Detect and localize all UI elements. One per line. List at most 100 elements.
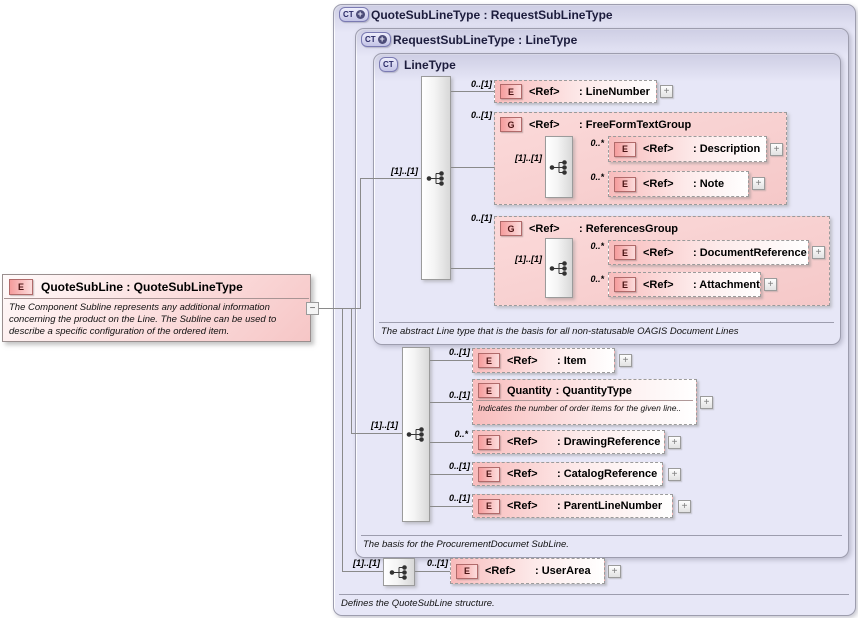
group-icon: G (500, 221, 522, 236)
quotesubline-structure-annotation: Defines the QuoteSubLine structure. (341, 598, 495, 609)
linetype-annotation: The abstract Line type that is the basis… (381, 326, 739, 337)
connector-line (351, 308, 352, 433)
sequence-compositor[interactable] (545, 136, 573, 198)
element-ref: <Ref> (643, 278, 674, 291)
connector-line (351, 433, 402, 434)
group-icon: G (500, 117, 522, 132)
group-name: : ReferencesGroup (579, 222, 679, 235)
element-quantity[interactable]: E Quantity : QuantityType Indicates the … (472, 379, 697, 425)
element-name: : ParentLineNumber (557, 500, 663, 512)
cardinality-label: [1]..[1] (515, 153, 542, 163)
plus-glyph-icon: + (767, 279, 774, 290)
complextype-icon[interactable]: CT (379, 57, 398, 72)
expand-button[interactable]: + (764, 278, 777, 291)
element-icon: E (614, 245, 636, 260)
element-name: : Description (693, 143, 761, 155)
ct-label: CT (383, 59, 394, 69)
cardinality-label: 0..* (590, 138, 604, 148)
cardinality-label: 0..[1] (470, 79, 492, 89)
cardinality-label: 0..* (590, 274, 604, 284)
panel-title-linetype: LineType (404, 58, 456, 72)
element-item[interactable]: E <Ref> : Item (472, 348, 615, 373)
cardinality-label: 0..* (590, 172, 604, 182)
expand-button[interactable]: + (668, 468, 681, 481)
connector-line (430, 474, 472, 475)
element-annotation: Indicates the number of order items for … (478, 403, 682, 413)
cardinality-label: [1]..[1] (353, 558, 380, 568)
expand-button[interactable]: + (619, 354, 632, 367)
element-icon: E (9, 279, 33, 295)
element-name: : Note (693, 178, 725, 190)
element-name: : DrawingReference (557, 436, 661, 448)
sequence-compositor[interactable] (421, 76, 451, 280)
element-description[interactable]: E <Ref> : Description (608, 136, 767, 162)
sequence-icon (426, 170, 444, 186)
complextype-expand-icon[interactable]: CT + (361, 32, 391, 47)
element-ref: <Ref> (507, 354, 538, 367)
sequence-compositor[interactable] (383, 558, 415, 586)
plus-glyph-icon: + (755, 178, 762, 189)
cardinality-label: 0..[1] (448, 493, 470, 503)
element-parentlinenumber[interactable]: E <Ref> : ParentLineNumber (472, 494, 673, 518)
element-name: : Item (557, 354, 587, 367)
element-icon: E (614, 141, 636, 157)
connector-line (430, 506, 472, 507)
element-userarea[interactable]: E <Ref> : UserArea (450, 558, 605, 584)
plus-glyph-icon: + (671, 437, 678, 448)
complextype-expand-icon[interactable]: CT + (339, 7, 369, 22)
element-icon: E (614, 277, 636, 292)
connector-line (360, 178, 361, 308)
element-annotation: The Component Subline represents any add… (9, 302, 277, 338)
element-catalogreference[interactable]: E <Ref> : CatalogReference (472, 462, 663, 486)
connector-line (451, 91, 494, 92)
expand-button[interactable]: + (608, 565, 621, 578)
element-ref: <Ref> (507, 436, 538, 448)
element-ref: <Ref> (507, 500, 538, 512)
connector-line (309, 308, 361, 309)
expand-button[interactable]: + (812, 246, 825, 259)
element-icon: E (500, 84, 522, 99)
cardinality-label: 0..[1] (448, 390, 470, 400)
expand-button[interactable]: + (700, 396, 713, 409)
element-ref: <Ref> (507, 468, 538, 480)
expand-button[interactable]: + (752, 177, 765, 190)
sequence-compositor[interactable] (545, 238, 573, 298)
element-icon: E (456, 563, 478, 579)
element-ref: <Ref> (643, 143, 674, 155)
separator (4, 298, 309, 299)
plus-glyph-icon: + (703, 397, 710, 408)
element-quotesubline[interactable]: E QuoteSubLine : QuoteSubLineType The Co… (2, 274, 311, 342)
panel-title-requestsublinetype: RequestSubLineType : LineType (393, 33, 578, 47)
plus-glyph-icon: + (622, 355, 629, 366)
cardinality-label: 0..[1] (470, 110, 492, 120)
element-documentreference[interactable]: E <Ref> : DocumentReference (608, 240, 809, 265)
element-attachment[interactable]: E <Ref> : Attachment (608, 272, 761, 297)
connector-line (430, 360, 472, 361)
element-icon: E (478, 383, 500, 398)
plus-glyph-icon: + (663, 86, 670, 97)
expand-button[interactable]: + (678, 500, 691, 513)
cardinality-label: [1]..[1] (391, 166, 418, 176)
group-ref: <Ref> (529, 222, 560, 235)
cardinality-label: 0..[1] (426, 558, 448, 568)
plus-glyph-icon: + (773, 144, 780, 155)
cardinality-label: 0..* (454, 429, 468, 439)
expand-button[interactable]: + (660, 85, 673, 98)
element-linenumber[interactable]: E <Ref> : LineNumber (494, 80, 657, 103)
element-note[interactable]: E <Ref> : Note (608, 171, 749, 197)
element-ref: <Ref> (485, 565, 516, 577)
plus-glyph-icon: + (815, 247, 822, 258)
expand-button[interactable]: + (668, 436, 681, 449)
collapse-toggle[interactable]: − (306, 302, 319, 315)
expand-button[interactable]: + (770, 143, 783, 156)
plus-glyph-icon: + (611, 566, 618, 577)
sequence-compositor[interactable] (402, 347, 430, 522)
cardinality-label: [1]..[1] (515, 254, 542, 264)
element-ref: <Ref> (529, 85, 560, 98)
element-drawingreference[interactable]: E <Ref> : DrawingReference (472, 430, 665, 454)
sequence-icon (549, 260, 567, 276)
connector-line (342, 308, 343, 571)
sequence-icon (406, 427, 424, 442)
connector-line (360, 178, 421, 179)
